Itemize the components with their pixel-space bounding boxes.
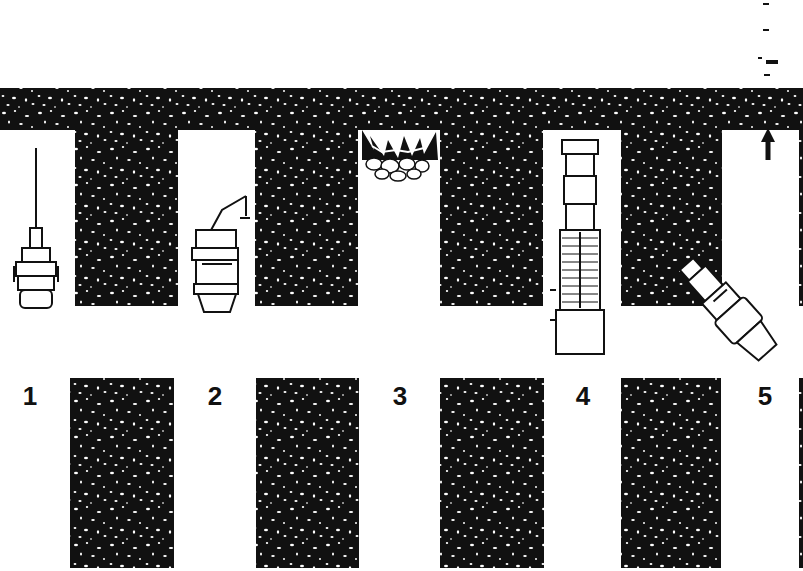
lower-pillars <box>70 378 803 568</box>
callout-number: 1 <box>23 383 37 409</box>
callout-number: 5 <box>758 383 772 409</box>
callout-number: 2 <box>208 383 222 409</box>
marks <box>758 4 778 75</box>
callout-number: 4 <box>576 383 590 409</box>
drill-rig <box>14 148 58 308</box>
direction-arrow <box>761 128 775 160</box>
continuous-miner <box>550 140 604 354</box>
loader <box>192 196 250 312</box>
blast <box>362 130 438 181</box>
callout-number: 3 <box>393 383 407 409</box>
upper-pillars <box>75 128 803 306</box>
roof-bolter <box>663 240 782 366</box>
rock-band <box>0 88 803 130</box>
chain-links <box>562 238 598 302</box>
